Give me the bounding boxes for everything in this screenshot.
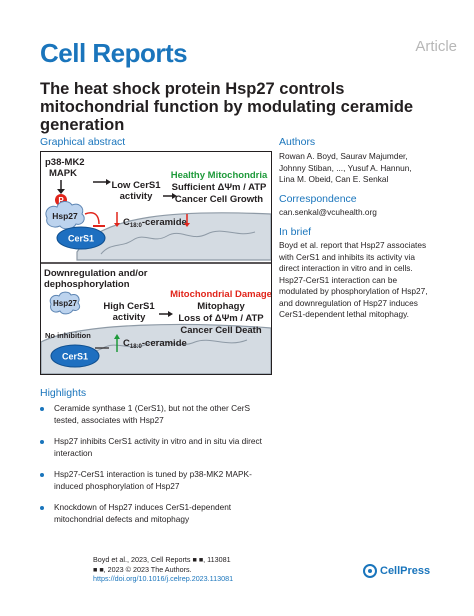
svg-text:High CerS1: High CerS1	[103, 301, 155, 312]
svg-text:CerS1: CerS1	[62, 352, 88, 362]
correspondence-email[interactable]: can.senkal@vcuhealth.org	[279, 207, 377, 217]
svg-text:activity: activity	[113, 312, 146, 323]
svg-text:Hsp27: Hsp27	[53, 299, 78, 308]
authors-heading: Authors	[279, 136, 316, 148]
publisher-logo: CellPress	[363, 564, 430, 578]
doi-link[interactable]: https://doi.org/10.1016/j.celrep.2023.11…	[93, 574, 234, 583]
bottom-panel: Downregulation and/or dephosphorylation …	[41, 268, 271, 374]
highlights-heading: Highlights	[40, 387, 87, 399]
svg-text:Cancer Cell Death: Cancer Cell Death	[180, 325, 262, 336]
hsp27-cloud-top	[45, 201, 85, 230]
cers1-bottom	[50, 344, 100, 368]
cers1-top	[56, 226, 106, 250]
correspondence-heading: Correspondence	[279, 193, 357, 205]
highlights-list: Ceramide synthase 1 (CerS1), but not the…	[40, 403, 270, 535]
healthy-status: Healthy Mitochondria	[171, 170, 268, 181]
in-brief-heading: In brief	[279, 226, 312, 238]
svg-text:Loss of ΔΨm / ATP: Loss of ΔΨm / ATP	[178, 313, 264, 324]
article-title: The heat shock protein Hsp27 controls mi…	[40, 80, 414, 134]
svg-text:Low CerS1: Low CerS1	[111, 180, 161, 191]
top-panel: p38-MK2 MAPK P Hsp27 CerS1 Low CerS1 act…	[45, 157, 271, 261]
graphical-abstract: p38-MK2 MAPK P Hsp27 CerS1 Low CerS1 act…	[40, 151, 272, 375]
journal-name: Cell Reports	[40, 38, 188, 68]
svg-text:P: P	[58, 196, 64, 205]
kinase-label-2: MAPK	[49, 168, 77, 179]
svg-text:Sufficient ΔΨm / ATP: Sufficient ΔΨm / ATP	[172, 182, 267, 193]
cellpress-icon	[363, 564, 377, 578]
authors-list: Rowan A. Boyd, Saurav Majumder, Johnny S…	[279, 151, 412, 184]
kinase-label: p38-MK2	[45, 157, 85, 168]
svg-text:CerS1: CerS1	[68, 234, 94, 244]
highlight-item: Hsp27 inhibits CerS1 activity in vitro a…	[40, 436, 270, 459]
graphical-abstract-heading: Graphical abstract	[40, 136, 126, 148]
svg-text:No inhibition: No inhibition	[45, 331, 91, 340]
hsp27-cloud-bottom	[49, 291, 81, 315]
svg-text:Downregulation and/or: Downregulation and/or	[44, 268, 148, 279]
svg-text:C18:0-ceramide: C18:0-ceramide	[123, 338, 187, 350]
citation: Boyd et al., 2023, Cell Reports ■ ■, 113…	[93, 555, 234, 583]
article-type: Article	[415, 38, 457, 55]
svg-text:Cancer Cell Growth: Cancer Cell Growth	[175, 194, 263, 205]
highlight-item: Ceramide synthase 1 (CerS1), but not the…	[40, 403, 270, 426]
mitochondrion-bottom	[41, 323, 271, 374]
damage-status: Mitochondrial Damage	[170, 289, 271, 300]
svg-text:Hsp27: Hsp27	[52, 211, 78, 221]
in-brief-text: Boyd et al. report that Hsp27 associates…	[279, 240, 428, 319]
highlight-item: Knockdown of Hsp27 induces CerS1-depende…	[40, 502, 270, 525]
svg-text:activity: activity	[120, 191, 153, 202]
highlight-item: Hsp27-CerS1 interaction is tuned by p38-…	[40, 469, 270, 492]
svg-text:C18:0-ceramide: C18:0-ceramide	[123, 217, 187, 229]
svg-text:dephosphorylation: dephosphorylation	[44, 279, 130, 290]
svg-text:Mitophagy: Mitophagy	[197, 301, 245, 312]
